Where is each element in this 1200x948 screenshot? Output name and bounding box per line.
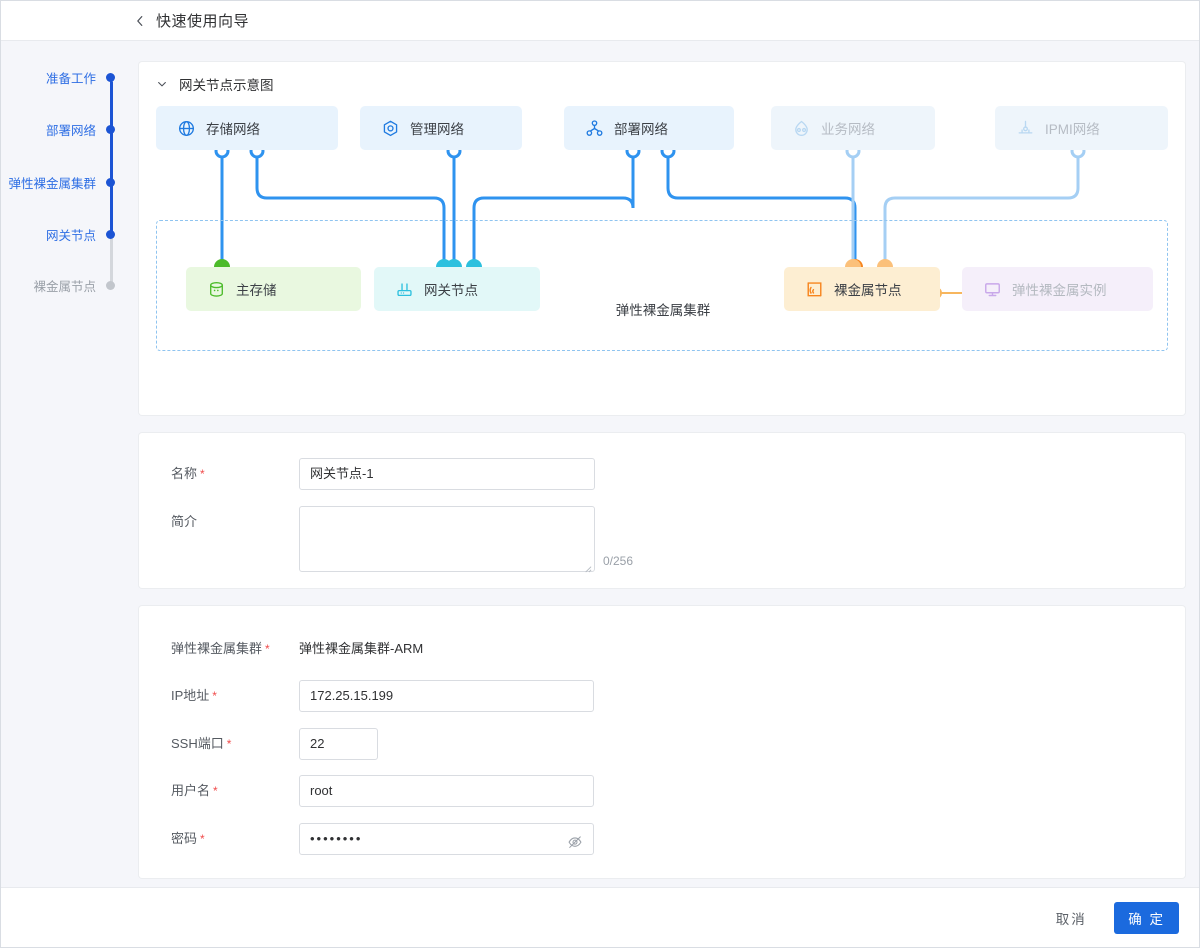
label-ip: IP地址* xyxy=(171,688,217,703)
step-label-3: 网关节点 xyxy=(45,228,96,243)
cluster-caption: 弹性裸金属集群 xyxy=(615,303,711,318)
field-row-ip: IP地址* 172.25.15.199 xyxy=(139,680,594,712)
ip-input[interactable]: 172.25.15.199 xyxy=(299,680,594,712)
label-ssh-port: SSH端口* xyxy=(171,736,232,751)
node-tree-icon xyxy=(584,118,604,138)
required-star: * xyxy=(200,832,205,846)
chevron-down-icon xyxy=(155,77,169,91)
step-dot-1 xyxy=(106,124,115,134)
node-box-gateway[interactable]: 网关节点 xyxy=(374,267,540,311)
page-title: 快速使用向导 xyxy=(156,13,250,30)
node-label-gateway: 网关节点 xyxy=(424,283,478,298)
cancel-button[interactable]: 取消 xyxy=(1055,911,1087,927)
node-box-bare-metal[interactable]: 裸金属节点 xyxy=(784,267,940,311)
description-counter: 0/256 xyxy=(603,554,634,568)
description-textarea[interactable] xyxy=(299,506,595,573)
connection-card: 弹性裸金属集群* 弹性裸金属集群-ARM IP地址* 172.25.15.199… xyxy=(139,606,1185,878)
required-star: * xyxy=(212,689,217,703)
password-input[interactable]: •••••••• xyxy=(299,823,594,855)
step-item-1[interactable]: 部署网络 xyxy=(1,120,131,138)
field-row-ssh-port: SSH端口* 22 xyxy=(139,728,378,760)
step-dot-2 xyxy=(106,177,115,187)
step-label-0: 准备工作 xyxy=(45,71,96,86)
step-item-2[interactable]: 弹性裸金属集群 xyxy=(1,173,131,191)
field-row-name: 名称* 网关节点-1 xyxy=(139,458,595,490)
network-box-management[interactable]: 管理网络 xyxy=(360,106,522,150)
step-rail-line-inactive xyxy=(110,238,113,289)
node-box-elastic-instance[interactable]: 弹性裸金属实例 xyxy=(962,267,1153,311)
network-label-deploy: 部署网络 xyxy=(614,122,668,137)
network-label-management: 管理网络 xyxy=(410,122,464,137)
wizard-step-rail: 准备工作 部署网络 弹性裸金属集群 网关节点 裸金属节点 xyxy=(1,42,131,947)
label-name: 名称* xyxy=(171,466,205,481)
step-label-4: 裸金属节点 xyxy=(33,279,96,294)
username-input[interactable]: root xyxy=(299,775,594,807)
node-label-bare-metal: 裸金属节点 xyxy=(834,283,902,298)
label-cluster: 弹性裸金属集群* xyxy=(171,641,270,656)
network-label-business: 业务网络 xyxy=(821,122,875,137)
database-icon xyxy=(206,279,226,299)
network-label-storage: 存储网络 xyxy=(206,122,260,137)
globe-icon xyxy=(176,118,196,138)
label-description: 简介 xyxy=(171,514,198,529)
diagram-title: 网关节点示意图 xyxy=(179,78,274,93)
step-item-4[interactable]: 裸金属节点 xyxy=(1,276,131,294)
label-password: 密码* xyxy=(171,831,205,846)
dialog-footer: 取消 确 定 xyxy=(1,887,1199,947)
eye-slash-icon[interactable] xyxy=(567,831,583,848)
diagram-card: 网关节点示意图 xyxy=(139,62,1185,415)
network-topology-diagram: 存储网络 管理网络 部署网络 业务网络 xyxy=(139,106,1185,406)
cluster-value: 弹性裸金属集群-ARM xyxy=(299,641,424,656)
step-label-2: 弹性裸金属集群 xyxy=(8,176,96,191)
field-row-description: 简介 0/256 xyxy=(139,506,634,573)
step-rail-line-active xyxy=(110,81,113,238)
required-star: * xyxy=(226,737,232,751)
step-item-3[interactable]: 网关节点 xyxy=(1,225,131,243)
field-row-cluster: 弹性裸金属集群* 弹性裸金属集群-ARM xyxy=(139,633,423,665)
network-box-business[interactable]: 业务网络 xyxy=(771,106,935,150)
cloud-share-icon xyxy=(791,118,811,138)
hexagon-target-icon xyxy=(380,118,400,138)
required-star: * xyxy=(200,467,205,481)
signal-icon xyxy=(804,279,824,299)
diagram-collapse-header[interactable]: 网关节点示意图 xyxy=(139,62,1185,106)
network-box-deploy[interactable]: 部署网络 xyxy=(564,106,734,150)
name-input[interactable]: 网关节点-1 xyxy=(299,458,595,490)
field-row-password: 密码* •••••••• xyxy=(139,823,594,855)
password-masked-value: •••••••• xyxy=(310,831,363,846)
ssh-port-input[interactable]: 22 xyxy=(299,728,378,760)
node-label-elastic-instance: 弹性裸金属实例 xyxy=(1012,283,1107,298)
step-item-0[interactable]: 准备工作 xyxy=(1,68,131,86)
step-dot-3 xyxy=(106,229,115,239)
router-icon xyxy=(394,279,414,299)
required-star: * xyxy=(265,642,270,656)
network-box-ipmi[interactable]: IPMI网络 xyxy=(995,106,1168,150)
back-chevron-icon[interactable] xyxy=(132,13,148,29)
field-row-username: 用户名* root xyxy=(139,775,594,807)
network-box-storage[interactable]: 存储网络 xyxy=(156,106,338,150)
required-star: * xyxy=(213,784,218,798)
monitor-icon xyxy=(982,279,1002,299)
page-header: 快速使用向导 xyxy=(1,1,1199,41)
ipmi-plug-icon xyxy=(1015,118,1035,138)
node-label-primary-storage: 主存储 xyxy=(236,283,277,298)
step-dot-0 xyxy=(106,72,115,82)
cluster-boundary: 弹性裸金属集群 xyxy=(156,220,1168,351)
node-box-primary-storage[interactable]: 主存储 xyxy=(186,267,361,311)
step-dot-4 xyxy=(106,280,115,290)
label-username: 用户名* xyxy=(171,783,218,798)
confirm-button[interactable]: 确 定 xyxy=(1114,901,1179,934)
resize-grip-icon[interactable] xyxy=(583,560,592,573)
step-label-1: 部署网络 xyxy=(45,123,96,138)
network-label-ipmi: IPMI网络 xyxy=(1045,122,1100,137)
basic-info-card: 名称* 网关节点-1 简介 0/256 xyxy=(139,433,1185,588)
